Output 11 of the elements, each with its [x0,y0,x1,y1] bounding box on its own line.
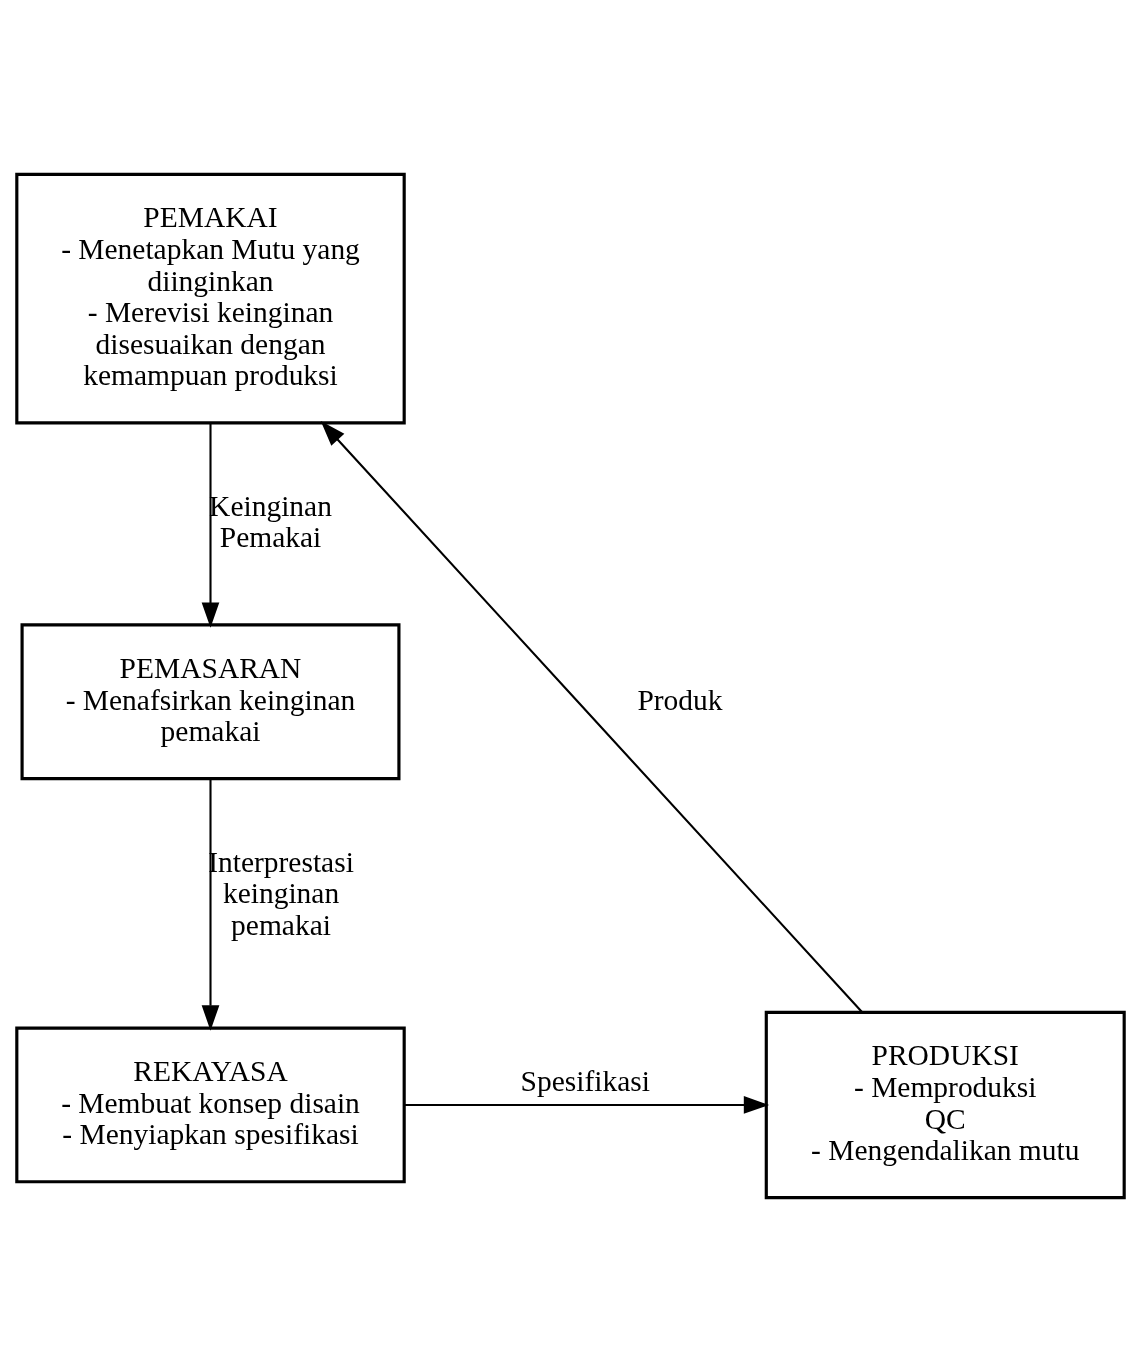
node-box: PRODUKSI - Memproduksi QC - Mengendalikan mutu [764,1010,1126,1199]
edge-label: Produk [637,683,723,716]
edge-label: Keinginan Pemakai [209,489,332,553]
arrow [201,422,220,628]
arrow [404,1095,770,1114]
arrow [201,778,220,1031]
node-box: PEMASARAN - Menafsirkan keinginan pemakai [20,622,401,780]
node-box: PEMAKAI - Menetapkan Mutu yang diinginkan - Merevisi keinginan disesuaikan dengan kemampuan produksi [15,172,406,424]
arrow [320,420,863,1013]
edge-label: Spesifikasi [520,1064,650,1097]
node-box: REKAYASA - Membuat konsep disain - Menyiapkan spesifikasi [15,1026,406,1183]
